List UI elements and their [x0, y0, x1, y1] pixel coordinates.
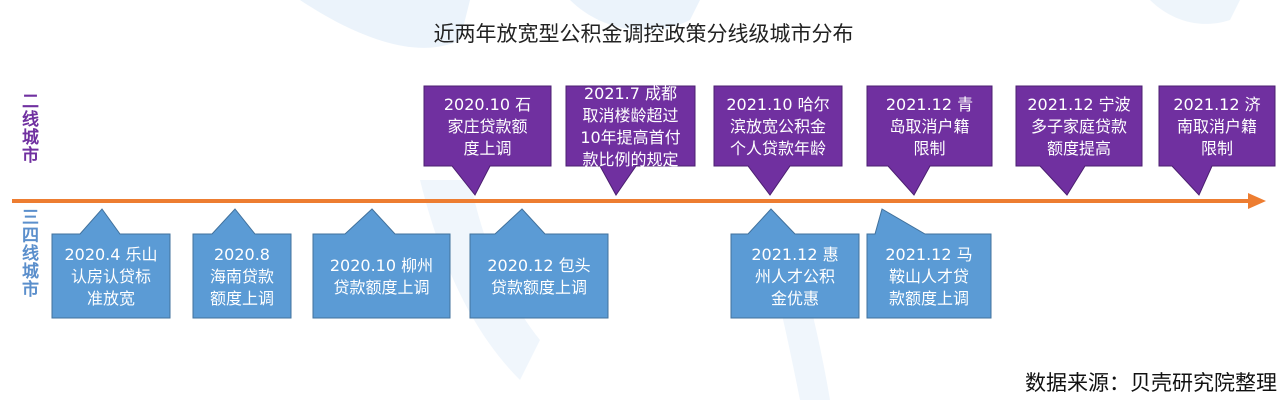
- callout-text-line: 2021.12 青: [886, 95, 973, 114]
- callout-text-line: 2021.12 马: [885, 245, 972, 264]
- callout-text-line: 海南贷款: [210, 267, 274, 286]
- callout-text-line: 2020.4 乐山: [64, 245, 157, 264]
- callout-text-line: 限制: [1201, 139, 1233, 158]
- callout-text-line: 滨放宽公积金: [730, 117, 826, 136]
- callout-text-line: 2020.10 石: [444, 95, 531, 114]
- callout-shape: [730, 208, 860, 319]
- callout-text-line: 岛取消户籍: [889, 117, 969, 136]
- source-note: 数据来源：贝壳研究院整理: [1025, 371, 1277, 395]
- callout-shape: [866, 85, 993, 196]
- callout-shape: [1158, 85, 1276, 196]
- callout-shape: [565, 85, 696, 196]
- callout-text-line: 2021.12 济: [1173, 95, 1260, 114]
- timeline-arrow-head: [1248, 193, 1266, 209]
- callout-text-line: 贷款额度上调: [333, 278, 429, 297]
- callout-text-line: 家庄贷款额: [447, 117, 527, 136]
- callout-text-line: 额度上调: [210, 289, 274, 308]
- callout-shape: [866, 208, 992, 319]
- callout-shape: [192, 208, 292, 319]
- callout-text-line: 个人贷款年龄: [730, 139, 826, 158]
- callout-text-line: 2021.10 哈尔: [726, 95, 829, 114]
- callout-text-line: 限制: [913, 139, 945, 158]
- callout-shape: [51, 208, 171, 319]
- callout-text-line: 2021.12 宁波: [1027, 95, 1130, 114]
- callout-text-line: 10年提高首付: [580, 128, 680, 147]
- callout-text-line: 准放宽: [87, 289, 135, 308]
- category-label-tier2: 二线城市: [18, 92, 38, 164]
- callout-text-line: 州人才公积: [755, 267, 835, 286]
- callout-text-line: 2021.12 惠: [751, 245, 838, 264]
- category-label-tier34: 三四线城市: [18, 208, 38, 298]
- callout-text-line: 认房认贷标: [71, 267, 151, 286]
- callout-shape: [713, 85, 843, 196]
- callout-shape: [423, 85, 552, 196]
- callout-text-line: 南取消户籍: [1177, 117, 1257, 136]
- callout-shape: [469, 208, 609, 319]
- callout-text-line: 多子家庭贷款: [1031, 117, 1127, 136]
- callout-shape: [312, 208, 451, 319]
- callout-text-line: 2020.8: [214, 245, 270, 264]
- callout-text-line: 金优惠: [771, 289, 819, 308]
- callout-text-line: 款额度上调: [889, 289, 969, 308]
- callout-text-line: 贷款额度上调: [491, 278, 587, 297]
- callout-text-line: 额度提高: [1047, 139, 1111, 158]
- callout-text-line: 2021.7 成都: [584, 84, 677, 103]
- callout-text-line: 取消楼龄超过: [582, 106, 678, 125]
- callout-text-line: 鞍山人才贷: [889, 267, 969, 286]
- diagram-title: 近两年放宽型公积金调控政策分线级城市分布: [433, 22, 854, 46]
- callout-text-line: 2020.10 柳州: [330, 256, 433, 275]
- callout-text-line: 2020.12 包头: [487, 256, 590, 275]
- callout-shape: [1015, 85, 1143, 196]
- callout-text-line: 款比例的规定: [582, 150, 678, 169]
- callout-text-line: 度上调: [463, 139, 511, 158]
